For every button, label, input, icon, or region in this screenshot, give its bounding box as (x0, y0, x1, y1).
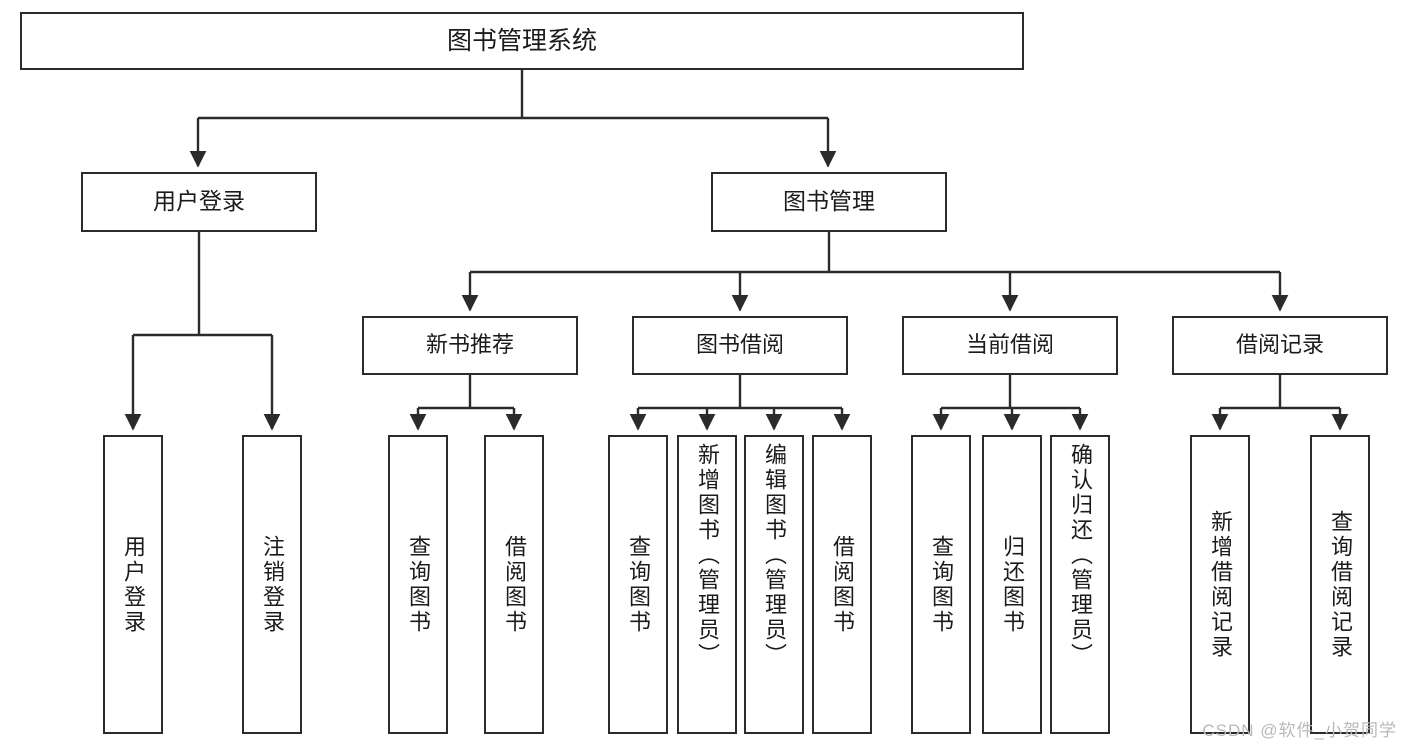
node-book-borrow[interactable]: 图书借阅 (632, 316, 848, 375)
leaf-node[interactable]: 查询图书 (608, 435, 668, 734)
leaf-node[interactable]: 确认归还（管理员） (1050, 435, 1110, 734)
leaf-label: 查询借阅记录 (1328, 509, 1353, 660)
node-book-manage[interactable]: 图书管理 (711, 172, 947, 232)
leaf-label: 借阅图书 (830, 534, 855, 635)
leaf-node[interactable]: 借阅图书 (484, 435, 544, 734)
leaf-node[interactable]: 用户登录 (103, 435, 163, 734)
leaf-node[interactable]: 借阅图书 (812, 435, 872, 734)
leaf-label: 编辑图书（管理员） (762, 443, 787, 668)
leaf-node[interactable]: 查询图书 (388, 435, 448, 734)
leaf-node[interactable]: 查询图书 (911, 435, 971, 734)
leaf-node[interactable]: 编辑图书（管理员） (744, 435, 804, 734)
leaf-label: 新增图书（管理员） (695, 443, 720, 668)
leaf-label: 查询图书 (406, 534, 431, 635)
watermark: CSDN @软件_小贺同学 (1202, 721, 1397, 740)
leaf-label: 注销登录 (260, 534, 285, 635)
node-root[interactable]: 图书管理系统 (20, 12, 1024, 70)
leaf-node[interactable]: 新增图书（管理员） (677, 435, 737, 734)
node-current-borrow[interactable]: 当前借阅 (902, 316, 1118, 375)
node-new-book-rec[interactable]: 新书推荐 (362, 316, 578, 375)
leaf-label: 新增借阅记录 (1208, 509, 1233, 660)
leaf-node[interactable]: 查询借阅记录 (1310, 435, 1370, 734)
leaf-label: 归还图书 (1000, 534, 1025, 635)
node-user-login[interactable]: 用户登录 (81, 172, 317, 232)
leaf-node[interactable]: 新增借阅记录 (1190, 435, 1250, 734)
node-borrow-record[interactable]: 借阅记录 (1172, 316, 1388, 375)
leaf-label: 查询图书 (929, 534, 954, 635)
leaf-node[interactable]: 归还图书 (982, 435, 1042, 734)
leaf-label: 确认归还（管理员） (1068, 443, 1093, 668)
leaf-label: 查询图书 (626, 534, 651, 635)
leaf-label: 用户登录 (121, 534, 146, 635)
leaf-node[interactable]: 注销登录 (242, 435, 302, 734)
leaf-label: 借阅图书 (502, 534, 527, 635)
